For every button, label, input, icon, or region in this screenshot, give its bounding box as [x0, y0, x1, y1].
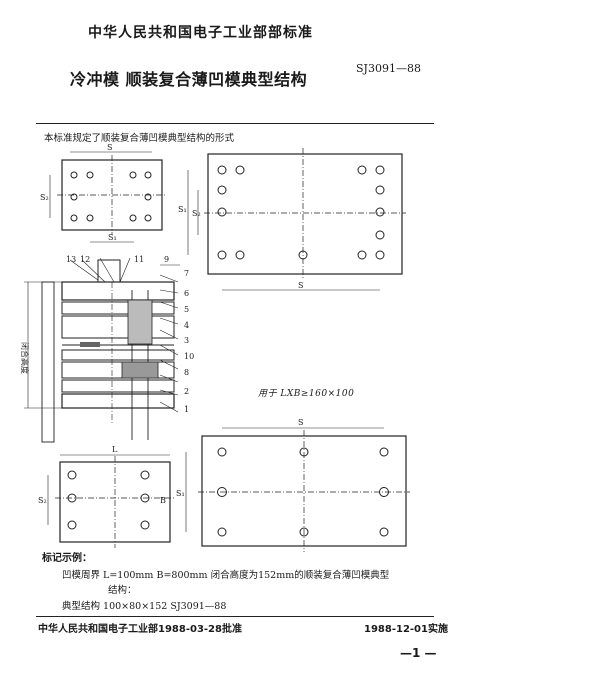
dim-label-s2-bottom-left: S₂ [38, 496, 47, 505]
part-number-10: 10 [184, 352, 194, 361]
marking-example-line-3: 典型结构 100×80×152 SJ3091—88 [62, 601, 227, 612]
part-number-8: 8 [184, 368, 189, 377]
plan-view-top-left [49, 151, 167, 243]
approval-date: 中华人民共和国电子工业部1988-03-28批准 [38, 624, 242, 635]
part-number-9: 9 [164, 255, 169, 264]
dim-label-s-top-right: S [298, 281, 303, 290]
part-number-12: 12 [80, 255, 90, 264]
part-number-7: 7 [184, 269, 189, 278]
standard-issuer: 中华人民共和国电子工业部部标准 [88, 25, 313, 41]
implementation-date: 1988-12-01实施 [364, 624, 448, 635]
marking-example-heading: 标记示例： [42, 553, 92, 564]
handwritten-note: 用于 LXB≥160×100 [258, 389, 355, 399]
dim-label-s2-top-left: S₂ [40, 193, 49, 202]
dim-label-s1-bottom-right: S₁ [176, 489, 185, 498]
part-number-4: 4 [184, 321, 189, 330]
dim-label-s2-top-right: S₂ [192, 209, 201, 218]
marking-example-line-1: 凹模周界 L=100mm B=800mm 闭合高度为152mm的顺装复合薄凹模典… [62, 570, 390, 581]
header-rule [36, 123, 434, 124]
dim-label-closed-height: 闭合高度 [20, 342, 30, 374]
part-number-11: 11 [134, 255, 144, 264]
standard-code: SJ3091—88 [356, 62, 421, 75]
plan-view-bottom-right [185, 427, 410, 552]
plan-view-top-right [187, 148, 406, 291]
plan-view-bottom-left [47, 454, 175, 548]
part-number-5: 5 [184, 305, 189, 314]
page-number: —1 — [400, 646, 437, 660]
part-number-1: 1 [184, 405, 189, 414]
part-number-2: 2 [184, 387, 189, 396]
dim-label-s1-top-right: S₁ [178, 205, 187, 214]
intro-text: 本标准规定了顺装复合薄凹模典型结构的形式 [44, 133, 235, 144]
dim-label-b: B [160, 496, 166, 505]
cross-section-view [24, 257, 180, 443]
part-number-6: 6 [184, 289, 189, 298]
footer-rule [36, 616, 434, 617]
dim-label-s-bottom-right: S [298, 418, 303, 427]
part-number-3: 3 [184, 336, 189, 345]
dim-label-s-top-left: S [107, 143, 112, 152]
marking-example-line-2: 结构： [108, 585, 137, 596]
dim-label-s1-top-left: S₁ [108, 233, 117, 242]
part-number-13: 13 [66, 255, 76, 264]
document-title: 冷冲模 顺装复合薄凹模典型结构 [70, 70, 308, 89]
dim-label-l: L [112, 445, 118, 454]
